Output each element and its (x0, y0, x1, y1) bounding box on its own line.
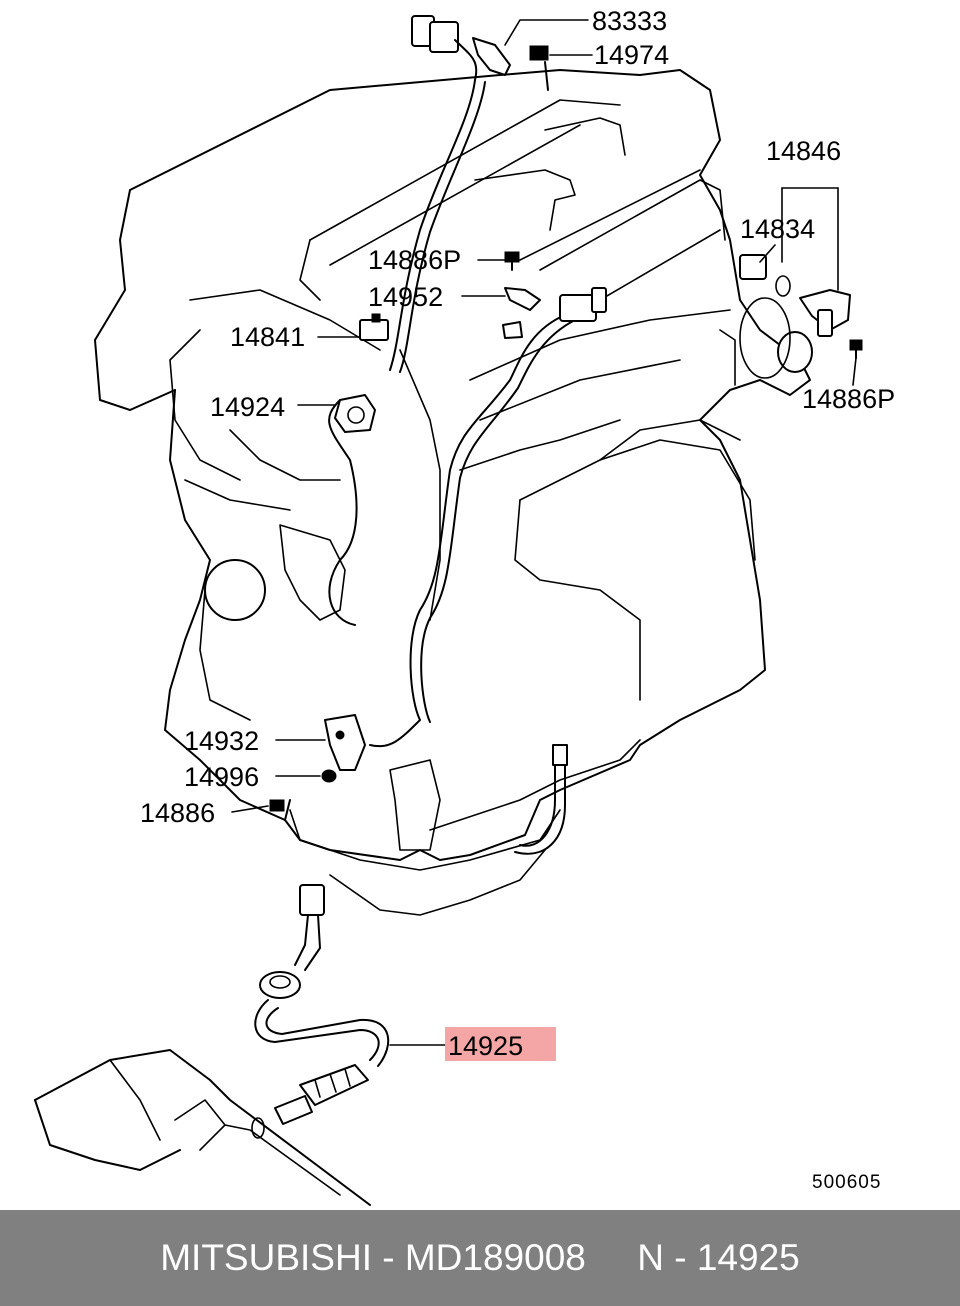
label-14974: 14974 (594, 40, 669, 70)
label-14996: 14996 (184, 762, 259, 792)
label-14924: 14924 (210, 392, 285, 422)
diagram-code: 500605 (812, 1172, 881, 1193)
wire-harness (269, 15, 863, 855)
engine-parts-diagram: 83333 14974 14846 14834 14886P 14952 148… (34, 6, 895, 1206)
label-14886p-top: 14886P (368, 245, 461, 275)
footer-part-info: MITSUBISHI - MD189008 N - 14925 (160, 1237, 800, 1278)
label-14841: 14841 (230, 322, 305, 352)
label-14834: 14834 (740, 214, 815, 244)
highlight-box (445, 1027, 556, 1061)
label-14932: 14932 (184, 726, 259, 756)
label-14886: 14886 (140, 798, 215, 828)
label-14886p-right: 14886P (802, 384, 895, 414)
leader-lines (231, 19, 857, 1046)
part-labels: 83333 14974 14846 14834 14886P 14952 148… (140, 6, 895, 1193)
oxygen-sensor-drawing (34, 884, 390, 1206)
engine-block-drawing (94, 69, 813, 916)
label-14925: 14925 (448, 1031, 523, 1061)
label-14952: 14952 (368, 282, 443, 312)
footer-bar: MITSUBISHI - MD189008 N - 14925 (0, 1210, 960, 1306)
label-83333: 83333 (592, 6, 667, 36)
label-14846: 14846 (766, 136, 841, 166)
